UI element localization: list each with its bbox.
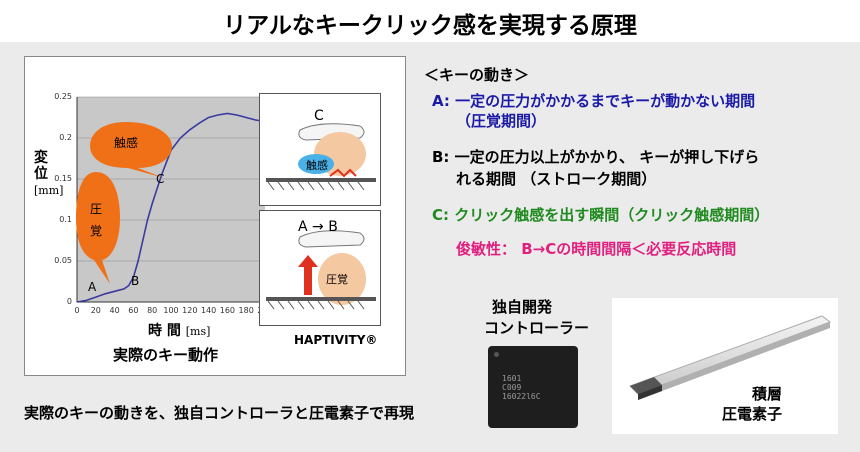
- piezo-label: 積層 圧電素子: [722, 385, 783, 423]
- x-tick-label: 80: [147, 306, 158, 315]
- controller-chip: 1601 C009 16022l6C: [488, 346, 578, 428]
- key-press-illustration: [266, 230, 376, 310]
- bottom-summary: 実際のキーの動きを、独自コントローラと圧電素子で再現: [24, 404, 415, 422]
- period-b-line1: B: 一定の圧力以上がかかり、 キーが押し下げら: [432, 148, 760, 166]
- period-b-line2: れる期間 （ストローク期間）: [456, 170, 657, 188]
- y-tick-label: 0.1: [59, 215, 72, 224]
- period-c-line: C: クリック触感を出す瞬間（クリック触感期間）: [432, 206, 770, 224]
- x-tick-label: 100: [163, 306, 179, 315]
- y-axis-label: 変 位 [mm]: [34, 150, 64, 197]
- displacement-series-line: [76, 112, 266, 303]
- touch-bubble-text: 触感: [114, 136, 139, 150]
- haptivity-brand: HAPTIVITY®: [294, 333, 378, 347]
- x-tick-label: 20: [90, 306, 101, 315]
- y-tick-label: 0.15: [54, 174, 72, 183]
- inset-click-moment: C 触感: [259, 93, 381, 206]
- touch-bubble: [90, 122, 172, 178]
- inset-c-label: C: [314, 108, 324, 124]
- controller-label: 独自開発 コントローラー: [484, 298, 590, 337]
- point-b-label: B: [131, 274, 140, 288]
- x-tick-label: 40: [109, 306, 120, 315]
- inset-a-to-b: A → B 圧覚: [259, 210, 381, 326]
- point-c-label: C: [156, 172, 165, 186]
- y-tick-label: 0: [66, 297, 72, 306]
- x-tick-label: 140: [200, 306, 217, 315]
- x-tick-label: 160: [219, 306, 236, 315]
- inset-ab-label: A → B: [298, 219, 338, 235]
- pressure-bubble: [76, 172, 120, 284]
- key-click-illustration: [266, 123, 376, 191]
- y-tick-label: 0.25: [54, 92, 72, 101]
- chart-caption: 実際のキー動作: [113, 346, 219, 364]
- chip-marking: 1601 C009 16022l6C: [502, 374, 541, 401]
- y-tick-label: 0.2: [59, 133, 72, 142]
- point-a-label: A: [88, 280, 97, 294]
- page-title: リアルなキークリック感を実現する原理: [223, 13, 637, 39]
- x-tick-label: 120: [182, 306, 198, 315]
- period-a-line2: （圧覚期間）: [456, 112, 547, 130]
- sensitivity-line: 俊敏性： B→Cの時間間隔＜必要反応時間: [456, 240, 737, 258]
- x-tick-label: 60: [128, 306, 139, 315]
- title-bar: [0, 0, 860, 42]
- x-axis-label: 時 間 [ms]: [148, 323, 211, 339]
- piezo-photo: [612, 298, 838, 434]
- inset-c-touch-text: 触感: [306, 159, 328, 172]
- inset-ab-pressure-text: 圧覚: [326, 273, 348, 286]
- x-tick-label: 0: [74, 306, 80, 315]
- y-tick-label: 0.05: [54, 256, 72, 265]
- piezo-element-illustration: [629, 315, 832, 400]
- pressure-bubble-text: 圧 覚: [90, 202, 103, 238]
- x-tick-label: 180: [238, 306, 254, 315]
- key-movement-heading: ＜キーの動き＞: [424, 66, 530, 84]
- period-a-line1: A: 一定の圧力がかかるまでキーが動かない期間: [432, 92, 756, 110]
